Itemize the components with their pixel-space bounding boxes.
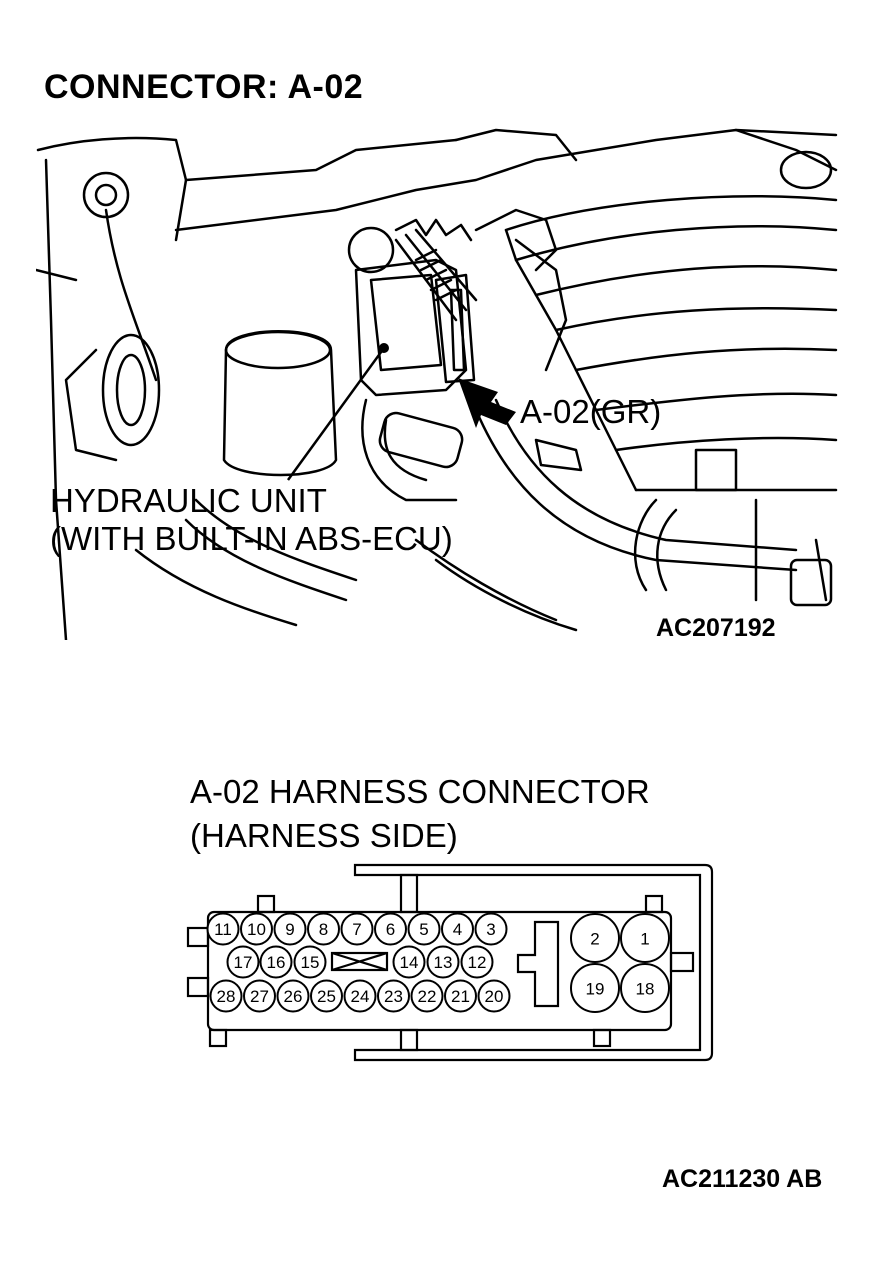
pin-label: 28 [217, 987, 236, 1006]
pin-8: 8 [307, 912, 340, 946]
pin-27: 27 [243, 979, 276, 1013]
pin-24: 24 [343, 979, 377, 1013]
hydraulic-unit-label-line1: HYDRAULIC UNIT [50, 482, 327, 519]
pin-14: 14 [392, 945, 426, 979]
pin-label: 11 [214, 920, 232, 939]
pin-9: 9 [273, 912, 307, 946]
pin-label: 22 [418, 987, 437, 1006]
pin-label: 2 [590, 929, 599, 948]
pin-label: 7 [352, 920, 361, 939]
pin-15: 15 [293, 945, 327, 979]
pin-13: 13 [426, 945, 460, 979]
pin-22: 22 [410, 979, 444, 1013]
pin-7: 7 [340, 912, 374, 946]
pin-label: 14 [400, 953, 419, 972]
engine-bay-illustration [36, 128, 838, 640]
pin-28: 28 [209, 979, 243, 1013]
pin-label: 9 [285, 920, 294, 939]
pin-2: 2 [570, 913, 620, 963]
harness-title-line2: (HARNESS SIDE) [190, 817, 458, 854]
pin-label: 26 [284, 987, 303, 1006]
pin-label: 10 [247, 920, 266, 939]
pin-label: 27 [250, 987, 269, 1006]
pin-label: 4 [453, 920, 462, 939]
figure-code-harness: AC211230 AB [662, 1165, 823, 1193]
pin-label: 15 [301, 953, 320, 972]
pin-3: 3 [474, 912, 508, 946]
harness-title-line1: A-02 HARNESS CONNECTOR [190, 773, 650, 810]
pin-23: 23 [377, 979, 410, 1013]
pin-label: 13 [434, 953, 453, 972]
pin-label: 19 [586, 979, 605, 998]
page-title: CONNECTOR: A-02 [44, 68, 364, 106]
pin-1: 1 [620, 913, 670, 963]
pin-label: 21 [451, 987, 470, 1006]
pin-12: 12 [460, 945, 494, 979]
pin-label: 17 [234, 953, 253, 972]
pin-4: 4 [441, 912, 474, 946]
pin-label: 24 [351, 987, 370, 1006]
pin-6: 6 [374, 912, 407, 946]
figure-code-engine: AC207192 [656, 614, 776, 642]
pin-label: 8 [319, 920, 328, 939]
pin-label: 25 [317, 987, 336, 1006]
pin-label: 16 [267, 953, 286, 972]
harness-connector-title: A-02 HARNESS CONNECTOR (HARNESS SIDE) [190, 770, 650, 858]
pin-label: 20 [485, 987, 504, 1006]
pin-label: 5 [419, 920, 428, 939]
pin-19: 19 [570, 963, 620, 1013]
pin-26: 26 [276, 979, 310, 1013]
pin-label: 12 [468, 953, 487, 972]
pin-20: 20 [477, 979, 511, 1013]
pin-25: 25 [310, 979, 343, 1013]
hydraulic-unit-label-line2: (WITH BUILT-IN ABS-ECU) [50, 520, 453, 557]
pin-11: 11 [206, 912, 240, 946]
pin-17: 17 [226, 945, 260, 979]
pin-label: 1 [640, 929, 649, 948]
pin-label: 18 [636, 979, 655, 998]
pin-label: 6 [386, 920, 395, 939]
pin-18: 18 [620, 963, 670, 1013]
pin-label: 23 [384, 987, 403, 1006]
pin-16: 16 [259, 945, 293, 979]
hydraulic-unit-callout: HYDRAULIC UNIT (WITH BUILT-IN ABS-ECU) [50, 482, 453, 558]
connector-a02-callout: A-02(GR) [520, 393, 662, 430]
pin-label: 3 [486, 920, 495, 939]
pin-5: 5 [407, 912, 441, 946]
pin-21: 21 [444, 979, 477, 1013]
pin-10: 10 [240, 912, 273, 946]
